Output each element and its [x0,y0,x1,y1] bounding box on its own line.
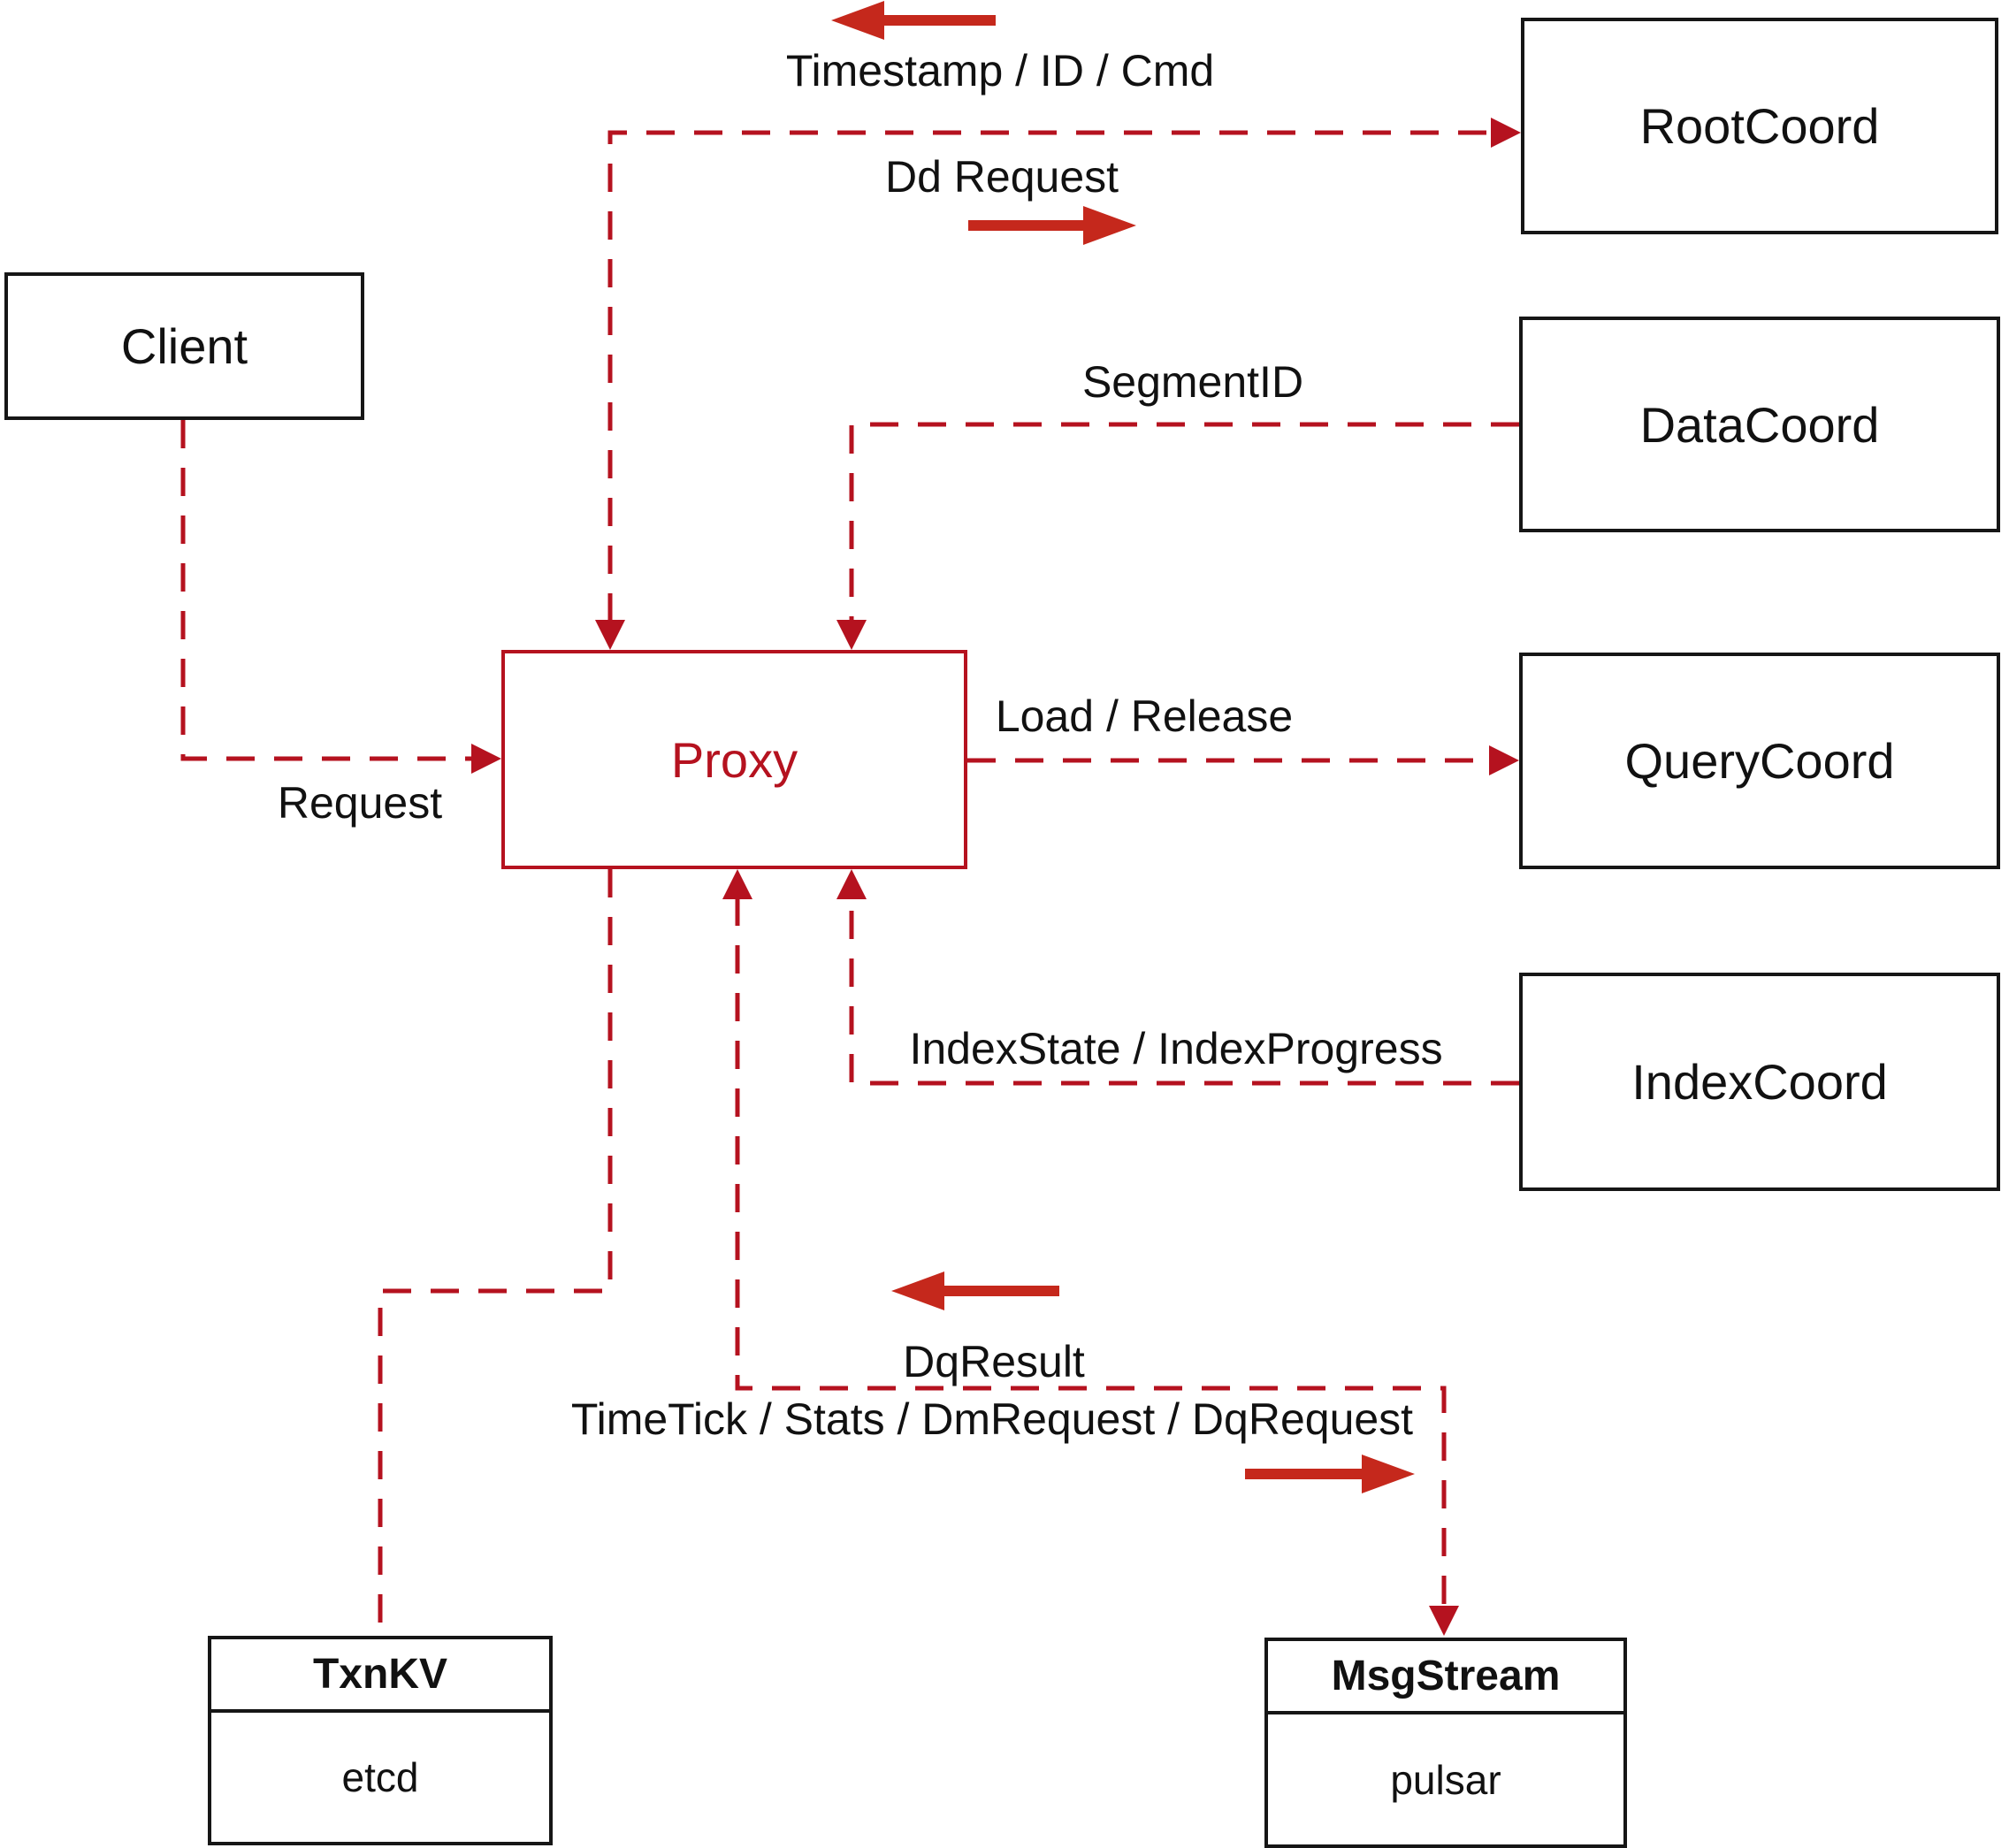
edge-datacoord-proxy [836,422,1519,650]
node-datacoord: DataCoord [1519,317,2000,532]
direction-arrow-right-timetick-icon [1245,1455,1415,1493]
direction-arrow-left-timestamp-icon [831,1,996,40]
arrowhead-into-proxy-top-left-icon [595,620,625,650]
node-querycoord: QueryCoord [1519,653,2000,869]
node-indexcoord-label: IndexCoord [1631,1054,1888,1110]
edge-client-proxy [180,420,501,774]
edge-label-request: Request [277,778,443,828]
node-rootcoord: RootCoord [1521,18,1998,234]
node-msgstream: MsgStream pulsar [1264,1638,1627,1848]
arrowhead-into-proxy-left-icon [471,744,501,774]
edge-proxy-msgstream [722,869,1459,1636]
direction-arrow-left-dqresult-icon [891,1271,1059,1310]
node-proxy-label: Proxy [670,731,798,788]
node-txnkv: TxnKV etcd [208,1636,553,1845]
edge-proxy-rootcoord [595,118,1521,650]
edge-label-load-release: Load / Release [995,691,1294,741]
edge-label-indexstate-indexprogress: IndexState / IndexProgress [909,1024,1443,1073]
node-client-label: Client [120,318,248,374]
msgstream-impl-label: pulsar [1390,1756,1501,1803]
node-datacoord-label: DataCoord [1639,396,1880,453]
arrowhead-into-proxy-bottom-left-icon [722,869,752,899]
edge-label-timetick-stats: TimeTick / Stats / DmRequest / DqRequest [570,1394,1414,1444]
arrowhead-into-proxy-bottom-right-icon [836,869,867,899]
txnkv-title: TxnKV [312,1651,447,1698]
msgstream-header: MsgStream [1268,1641,1623,1714]
edge-label-timestamp-id-cmd: Timestamp / ID / Cmd [785,46,1215,95]
node-indexcoord: IndexCoord [1519,973,2000,1191]
edge-proxy-querycoord [967,745,1519,775]
node-client: Client [4,272,364,420]
arrowhead-into-proxy-top-right-icon [836,620,867,650]
txnkv-impl-label: etcd [341,1754,419,1800]
node-querycoord-label: QueryCoord [1624,733,1895,789]
msgstream-body: pulsar [1268,1714,1623,1844]
edge-label-dqresult: DqResult [903,1337,1085,1386]
direction-arrow-right-dd-request-icon [968,206,1136,245]
arrowhead-into-querycoord-icon [1489,745,1519,775]
edge-proxy-txnkv [378,869,613,1636]
txnkv-header: TxnKV [211,1639,549,1713]
edge-label-segmentid: SegmentID [1081,357,1304,407]
msgstream-title: MsgStream [1331,1653,1561,1699]
edge-label-dd-request: Dd Request [884,152,1119,202]
arrowhead-into-msgstream-icon [1429,1606,1459,1636]
edge-indexcoord-proxy [836,869,1519,1086]
node-proxy: Proxy [501,650,967,869]
arrowhead-into-rootcoord-icon [1491,118,1521,148]
txnkv-body: etcd [211,1713,549,1842]
node-rootcoord-label: RootCoord [1639,98,1880,154]
